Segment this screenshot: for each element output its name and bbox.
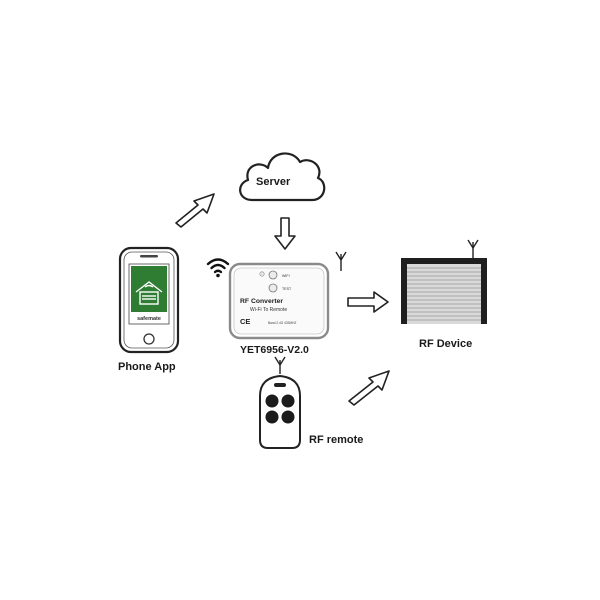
ce-mark: CE: [240, 317, 250, 326]
phone-brand: safemate: [137, 316, 161, 322]
remote-icon: [259, 374, 301, 449]
arrow-converter-to-device: [347, 291, 389, 313]
rf-device-label: RF Device: [419, 338, 473, 350]
rf-converter-box: WIFI TEST RF Converter Wi-Fi To Remote C…: [228, 262, 330, 340]
arrow-icon: [348, 370, 390, 406]
converter-title: RF Converter: [240, 298, 283, 305]
rf-remote: [259, 356, 301, 449]
remote-button-1[interactable]: [265, 394, 279, 408]
wifi-icon: [206, 258, 230, 278]
phone-device: safemate: [118, 246, 180, 354]
test-button-label: TEST: [282, 287, 292, 291]
antenna-icon: [274, 356, 286, 374]
wifi-button[interactable]: [268, 270, 278, 280]
arrow-icon: [274, 217, 296, 250]
antenna-icon: [467, 239, 479, 260]
server-cloud: [239, 152, 326, 202]
arrow-phone-to-server: [175, 193, 215, 228]
antenna-icon: [335, 251, 347, 271]
arrow-icon: [347, 291, 389, 313]
rf-remote-label: RF remote: [309, 434, 364, 446]
phone-label: Phone App: [118, 361, 176, 373]
remote-button-2[interactable]: [281, 394, 295, 408]
cloud-icon: [239, 152, 326, 202]
arrow-server-to-converter: [274, 217, 296, 250]
wifi-button-label: WIFI: [282, 274, 290, 278]
arrow-remote-to-device: [348, 370, 390, 406]
garage-door-icon: [401, 258, 487, 324]
converter-model: YET6956-V2.0: [240, 344, 309, 356]
band-text: Band:2.4G 433MHZ: [268, 321, 296, 325]
arrow-icon: [175, 193, 215, 228]
converter-subtitle: Wi-Fi To Remote: [250, 307, 287, 313]
remote-button-3[interactable]: [265, 410, 279, 424]
test-button[interactable]: [268, 283, 278, 293]
converter-antenna: [335, 251, 347, 271]
remote-button-4[interactable]: [281, 410, 295, 424]
garage-app-icon: [135, 281, 163, 305]
rf-device: [401, 239, 487, 324]
server-label: Server: [256, 176, 291, 188]
